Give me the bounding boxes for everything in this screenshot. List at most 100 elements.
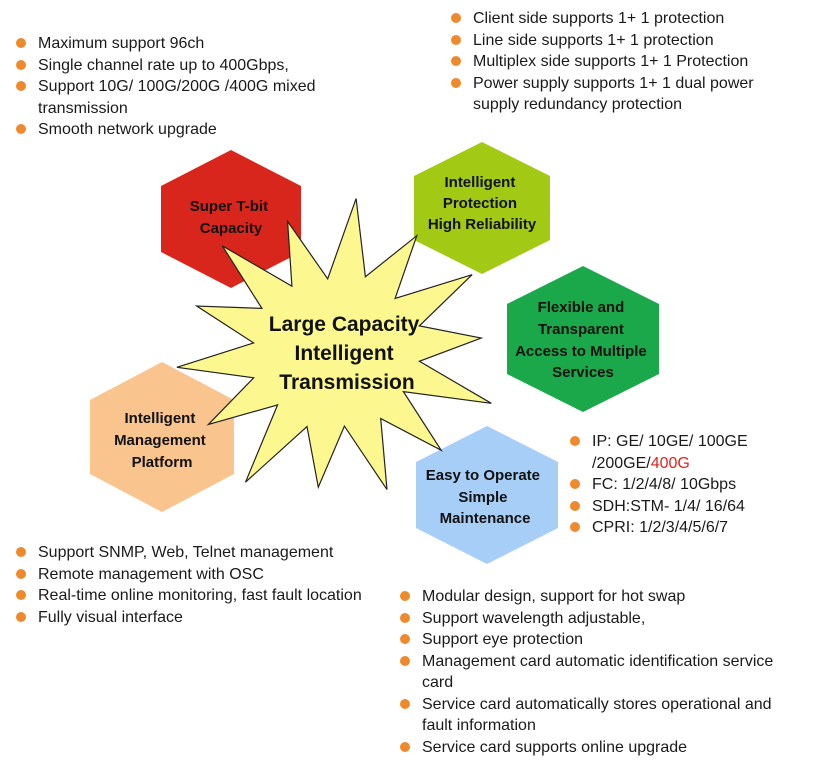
list-item: Maximum support 96ch — [12, 33, 372, 55]
list-item: Support 10G/ 100G/200G /400G mixed trans… — [12, 76, 372, 119]
list-item: Service card automatically stores operat… — [396, 694, 801, 737]
list-item: Service card supports online upgrade — [396, 737, 801, 759]
feature-text: Real-time online monitoring, fast fault … — [38, 587, 362, 604]
access-label-line: Flexible and — [538, 299, 625, 316]
management-hexagon — [90, 362, 234, 512]
center-label: Large Capacity Intelligent Transmission — [269, 313, 425, 394]
list-item: FC: 1/2/4/8/ 10Gbps — [566, 474, 766, 496]
bullet-dot — [570, 479, 580, 489]
list-item: Support eye protection — [396, 629, 801, 651]
list-item: Support SNMP, Web, Telnet management — [12, 542, 382, 564]
central-star — [176, 198, 492, 490]
bullet-dot — [400, 698, 410, 709]
access-label-line: Services — [552, 364, 614, 381]
protection-feature-list: Client side supports 1+ 1 protection Lin… — [447, 8, 802, 116]
list-item: Fully visual interface — [12, 607, 382, 629]
protection-hexagon — [414, 142, 550, 274]
feature-text: Modular design, support for hot swap — [422, 588, 686, 605]
maintenance-hexagon-label: Easy to Operate Simple Maintenance — [426, 467, 544, 527]
feature-text: Support eye protection — [422, 631, 583, 648]
feature-text: Support wavelength adjustable, — [422, 609, 646, 627]
management-label-line: Management — [114, 432, 206, 449]
list-item: Smooth network upgrade — [12, 119, 372, 141]
feature-text: Fully visual interface — [38, 608, 183, 626]
capacity-label-line: Super T-bit — [190, 198, 268, 215]
list-item: Power supply supports 1+ 1 dual power su… — [447, 73, 802, 116]
bullet-dot — [16, 124, 26, 134]
capacity-hexagon-label: Super T-bit Capacity — [190, 198, 273, 237]
management-feature-list: Support SNMP, Web, Telnet management Rem… — [12, 542, 382, 628]
feature-text: Remote management with OSC — [38, 565, 264, 583]
list-item: Remote management with OSC — [12, 564, 382, 586]
feature-text: SDH:STM- 1/4/ 16/64 — [592, 497, 745, 515]
feature-text: Client side supports 1+ 1 protection — [473, 10, 725, 27]
list-item: IP: GE/ 10GE/ 100GE /200GE/400G — [566, 431, 766, 474]
maintenance-feature-list: Modular design, support for hot swap Sup… — [396, 586, 801, 758]
bullet-dot — [451, 13, 461, 23]
feature-text: IP: GE/ 10GE/ 100GE /200GE/ — [592, 433, 748, 472]
protection-label-line: Protection — [443, 195, 517, 212]
maintenance-hexagon — [416, 426, 558, 564]
bullet-dot — [400, 655, 410, 666]
bullet-dot — [16, 547, 26, 557]
bullet-dot — [451, 56, 461, 66]
bullet-dot — [16, 568, 26, 579]
center-label-line: Large Capacity — [269, 313, 420, 336]
capacity-label-line: Capacity — [200, 220, 263, 237]
feature-text: Management card automatic identification… — [422, 652, 774, 692]
access-feature-list: IP: GE/ 10GE/ 100GE /200GE/400G FC: 1/2/… — [566, 431, 766, 539]
maintenance-label-line: Easy to Operate — [426, 467, 540, 484]
feature-text: Power supply supports 1+ 1 dual power su… — [473, 74, 754, 114]
access-hexagon-label: Flexible and Transparent Access to Multi… — [515, 299, 651, 381]
list-item: Multiplex side supports 1+ 1 Protection — [447, 51, 802, 73]
list-item: Client side supports 1+ 1 protection — [447, 8, 802, 30]
maintenance-label-line: Maintenance — [440, 510, 531, 527]
bullet-dot — [570, 436, 580, 446]
feature-text: CPRI: 1/2/3/4/5/6/7 — [592, 519, 729, 536]
maintenance-label-line: Simple — [458, 489, 507, 506]
protection-label-line: High Reliability — [428, 216, 537, 233]
bullet-dot — [16, 590, 26, 600]
capacity-hexagon — [161, 150, 301, 288]
center-label-line: Transmission — [279, 371, 414, 394]
management-label-line: Platform — [132, 454, 193, 471]
feature-text: Smooth network upgrade — [38, 121, 217, 138]
access-label-line: Transparent — [538, 321, 624, 338]
feature-text: Single channel rate up to 400Gbps, — [38, 56, 289, 74]
bullet-dot — [451, 34, 461, 45]
access-label-line: Access to Multiple — [515, 343, 647, 360]
protection-hexagon-label: Intelligent Protection High Reliability — [428, 174, 537, 233]
bullet-dot — [16, 81, 26, 91]
bullet-dot — [570, 522, 580, 532]
feature-text: Support SNMP, Web, Telnet management — [38, 544, 334, 561]
list-item: Single channel rate up to 400Gbps, — [12, 55, 372, 77]
feature-text: Line side supports 1+ 1 protection — [473, 31, 714, 49]
feature-text: FC: 1/2/4/8/ 10Gbps — [592, 476, 737, 493]
list-item: SDH:STM- 1/4/ 16/64 — [566, 496, 766, 518]
list-item: CPRI: 1/2/3/4/5/6/7 — [566, 517, 766, 539]
bullet-dot — [16, 38, 26, 48]
center-label-line: Intelligent — [294, 342, 393, 365]
bullet-dot — [570, 500, 580, 511]
feature-text: Maximum support 96ch — [38, 35, 205, 52]
list-item: Real-time online monitoring, fast fault … — [12, 585, 382, 607]
bullet-dot — [451, 77, 461, 88]
bullet-dot — [400, 591, 410, 601]
list-item: Line side supports 1+ 1 protection — [447, 30, 802, 52]
capacity-feature-list: Maximum support 96ch Single channel rate… — [12, 33, 372, 141]
management-hexagon-label: Intelligent Management Platform — [114, 410, 210, 471]
bullet-dot — [16, 611, 26, 622]
protection-label-line: Intelligent — [444, 174, 515, 191]
management-label-line: Intelligent — [124, 410, 195, 427]
bullet-dot — [400, 612, 410, 623]
bullet-dot — [400, 741, 410, 752]
feature-text: Multiplex side supports 1+ 1 Protection — [473, 53, 749, 70]
list-item: Support wavelength adjustable, — [396, 608, 801, 630]
access-hexagon — [507, 266, 659, 412]
feature-text: Support 10G/ 100G/200G /400G mixed trans… — [38, 78, 316, 117]
bullet-dot — [16, 59, 26, 70]
feature-text: Service card supports online upgrade — [422, 738, 688, 756]
feature-text: Service card automatically stores operat… — [422, 695, 772, 735]
bullet-dot — [400, 634, 410, 644]
